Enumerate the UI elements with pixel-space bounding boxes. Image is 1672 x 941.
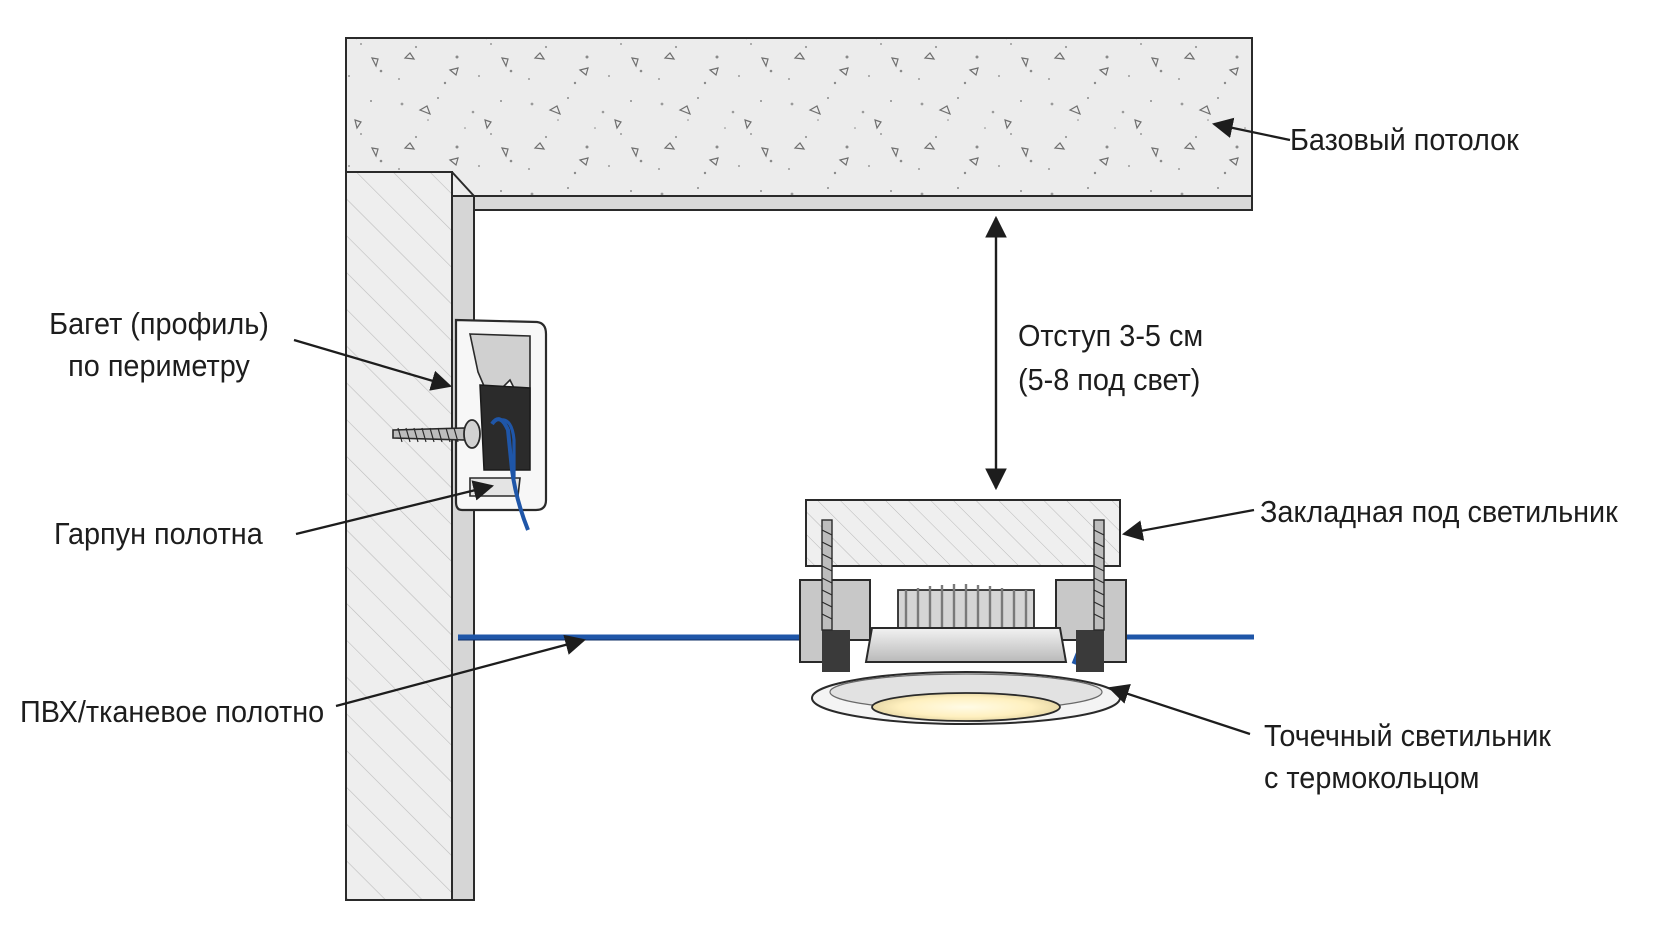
label-baguette-line1: Багет (профиль): [49, 306, 269, 341]
base-ceiling-slab: [345, 37, 1253, 211]
label-spotlight-line1: Точечный светильник: [1264, 718, 1551, 753]
leader-embed: [1121, 508, 1255, 541]
embed-block: [805, 499, 1121, 567]
label-baguette-line2: по периметру: [68, 348, 250, 383]
embed-screws: [821, 519, 1105, 631]
leader-membrane: [335, 634, 587, 708]
label-offset-line2: (5-8 под свет): [1018, 362, 1201, 397]
leader-baguette: [293, 338, 452, 391]
label-spotlight-line2: с термокольцом: [1264, 760, 1480, 795]
lamp-brackets: [799, 579, 1127, 672]
spotlight-fixture: [811, 584, 1121, 725]
label-harpoon: Гарпун полотна: [54, 516, 263, 551]
baguette-profile: [454, 318, 548, 512]
wall: [345, 171, 475, 901]
label-base-ceiling: Базовый потолок: [1290, 122, 1519, 157]
label-embed: Закладная под светильник: [1260, 494, 1618, 529]
label-offset-line1: Отступ 3-5 см: [1018, 318, 1204, 353]
leader-base-ceiling: [1211, 117, 1291, 142]
label-membrane: ПВХ/тканевое полотно: [20, 694, 325, 729]
leader-spotlight: [1108, 683, 1251, 736]
screw: [392, 419, 481, 449]
leader-arrows: [293, 117, 1291, 736]
leader-harpoon: [295, 480, 495, 536]
